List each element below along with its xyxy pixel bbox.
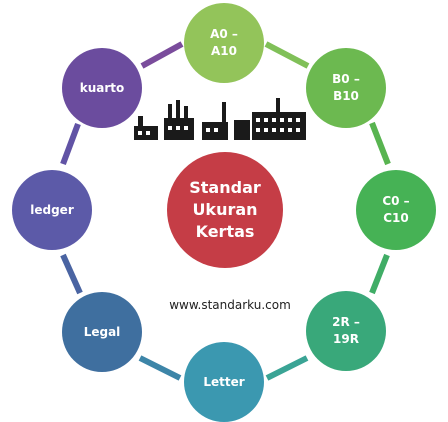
node-a0-a10: A0 – A10 [184,3,264,83]
node-2r-19r-label: 2R – 19R [332,315,360,346]
website-label: www.standarku.com [169,298,291,312]
node-b0-b10: B0 – B10 [306,48,386,128]
node-letter-label: Letter [203,374,245,389]
node-2r-19r: 2R – 19R [306,291,386,371]
factory-icon [134,98,306,140]
connector-ledger-kuarto [60,122,81,166]
connector-c-2r [369,253,390,295]
connector-letter-legal [138,355,182,381]
node-legal: Legal [62,292,142,372]
node-a0-a10-label: A0 – A10 [210,27,238,58]
connector-a-b [264,41,310,69]
node-legal-label: Legal [83,324,121,339]
connector-2r-letter [265,355,309,381]
node-c0-c10: C0 – C10 [356,170,436,250]
connector-legal-ledger [60,253,83,295]
node-ledger-label: ledger [30,202,74,217]
connector-kuarto-a [140,41,184,69]
center-title-circle: Standar Ukuran Kertas [167,152,283,268]
node-ledger: ledger [12,170,92,250]
node-kuarto-label: kuarto [79,80,125,95]
node-kuarto: kuarto [62,48,142,128]
connector-b-c [369,121,391,166]
node-b0-b10-label: B0 – B10 [332,72,360,103]
node-c0-c10-label: C0 – C10 [382,194,410,225]
center-title: Standar Ukuran Kertas [189,178,261,241]
node-letter: Letter [184,342,264,422]
